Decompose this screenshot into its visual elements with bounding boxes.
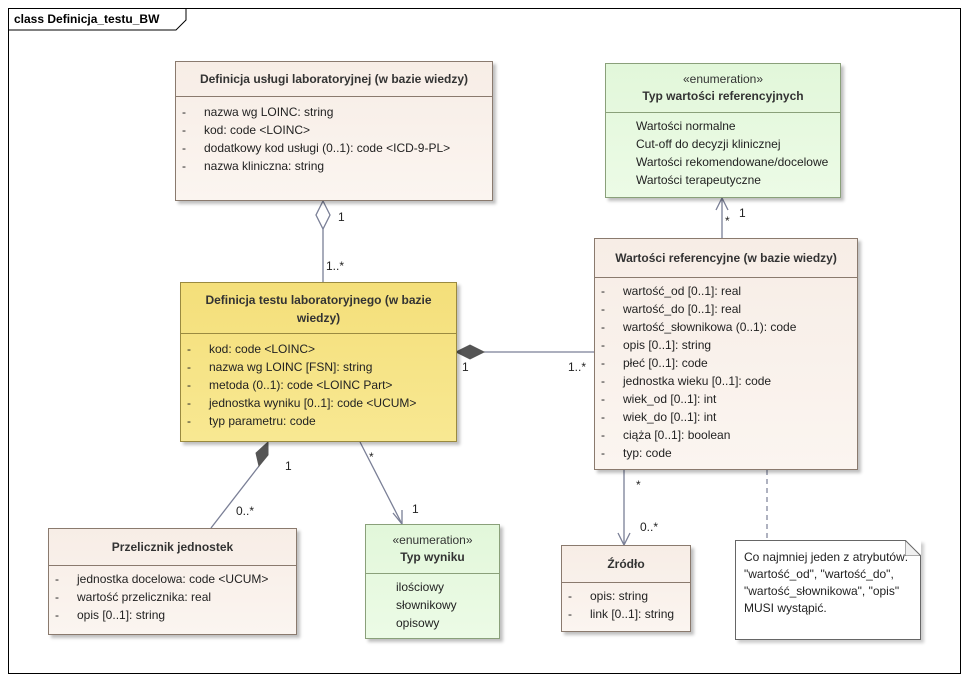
attribute: -płeć [0..1]: code: [601, 356, 708, 370]
frame-title: class Definicja_testu_BW: [14, 12, 160, 26]
attribute: -opis: string: [568, 589, 649, 603]
multiplicity-label: 1: [412, 502, 419, 516]
attribute: -opis [0..1]: string: [55, 608, 166, 622]
enum-literal: Wartości rekomendowane/docelowe: [636, 155, 829, 169]
note-line: "wartość_słownikowa", "opis": [744, 584, 900, 598]
enumeration-typ-wyniku[interactable]: «enumeration» Typ wyniku ilościowy słown…: [365, 524, 500, 639]
enum-literal: Wartości normalne: [636, 119, 736, 133]
association-arrow-typ-wart: [715, 196, 729, 211]
attribute: -kod: code <LOINC>: [182, 123, 311, 137]
multiplicity-label: 1..*: [568, 360, 587, 374]
class-name: Definicja usługi laboratoryjnej (w bazie…: [199, 72, 469, 86]
attribute: -opis [0..1]: string: [601, 338, 712, 352]
class-name: Przelicznik jednostek: [111, 540, 234, 554]
enumeration-name: Typ wartości referencyjnych: [642, 89, 804, 103]
attribute: -metoda (0..1): code <LOINC Part>: [187, 378, 393, 392]
multiplicity-label: *: [725, 214, 730, 228]
composition-diamond-przelicznik: [255, 440, 269, 468]
note-fold-corner: [905, 540, 921, 556]
attribute: -nazwa wg LOINC: string: [182, 105, 334, 119]
class-name: Definicja testu laboratoryjnego (w bazie…: [205, 293, 432, 325]
class-przelicznik-jednostek[interactable]: Przelicznik jednostek -jednostka docelow…: [48, 528, 297, 635]
association-arrow-typ-wyn: [392, 510, 403, 526]
enum-literal: Wartości terapeutyczne: [636, 173, 761, 187]
attribute: -wiek_od [0..1]: int: [601, 392, 717, 406]
attribute: -dodatkowy kod usługi (0..1): code <ICD-…: [182, 141, 451, 155]
enumeration-header: «enumeration» Typ wyniku: [366, 525, 499, 573]
enum-literal: słownikowy: [396, 598, 457, 612]
stereotype-label: «enumeration»: [392, 533, 473, 547]
enumeration-name: Typ wyniku: [400, 550, 465, 564]
class-name: Źródło: [607, 557, 645, 571]
composition-line-przelicznik: [210, 465, 260, 529]
attribute: -jednostka docelowa: code <UCUM>: [55, 572, 269, 586]
class-zrodlo[interactable]: Źródło -opis: string -link [0..1]: strin…: [561, 545, 691, 632]
constraint-note[interactable]: Co najmniej jeden z atrybutów: "wartość_…: [735, 540, 921, 640]
class-wartosci-referencyjne[interactable]: Wartości referencyjne (w bazie wiedzy) -…: [594, 238, 858, 470]
enum-literal: Cut-off do decyzji klinicznej: [636, 137, 781, 151]
aggregation-diamond: [315, 199, 331, 231]
attribute: -nazwa kliniczna: string: [182, 159, 325, 173]
multiplicity-label: 0..*: [236, 504, 255, 518]
enum-literal: ilościowy: [396, 580, 445, 594]
attribute: -wartość_do [0..1]: real: [601, 302, 742, 316]
attribute: -typ: code: [601, 446, 672, 460]
attribute: -link [0..1]: string: [568, 607, 675, 621]
class-definicja-uslugi[interactable]: Definicja usługi laboratoryjnej (w bazie…: [175, 61, 493, 201]
attribute: -ciąża [0..1]: boolean: [601, 428, 731, 442]
enum-literal: opisowy: [396, 616, 440, 630]
note-line: MUSI wystąpić.: [744, 601, 827, 615]
attribute: -wartość_słownikowa (0..1): code: [601, 320, 797, 334]
attribute: -nazwa wg LOINC [FSN]: string: [187, 360, 373, 374]
note-line: Co najmniej jeden z atrybutów:: [744, 550, 909, 564]
attribute: -jednostka wyniku [0..1]: code <UCUM>: [187, 396, 417, 410]
attribute: -jednostka wieku [0..1]: code: [601, 374, 772, 388]
attribute: -typ parametru: code: [187, 414, 316, 428]
class-name: Wartości referencyjne (w bazie wiedzy): [615, 251, 837, 265]
class-definicja-testu[interactable]: Definicja testu laboratoryjnego (w bazie…: [180, 282, 457, 442]
multiplicity-label: *: [369, 450, 374, 464]
enumeration-typ-wartosci-referencyjnych[interactable]: «enumeration» Typ wartości referencyjnyc…: [605, 63, 841, 198]
frame-tab-border: [8, 8, 187, 31]
stereotype-label: «enumeration»: [682, 72, 764, 86]
multiplicity-label: 1: [739, 206, 746, 220]
multiplicity-label: 1: [338, 210, 345, 224]
attribute: -wartość_od [0..1]: real: [601, 284, 742, 298]
attribute: -wiek_do [0..1]: int: [601, 410, 717, 424]
association-line-typ-wyn: [359, 441, 403, 525]
multiplicity-label: 0..*: [640, 520, 659, 534]
attribute: -kod: code <LOINC>: [187, 342, 316, 356]
multiplicity-label: 1: [285, 459, 292, 473]
note-line: "wartość_od", "wartość_do",: [744, 567, 894, 581]
diagram-frame: [8, 8, 961, 674]
attribute: -wartość przelicznika: real: [55, 590, 212, 604]
multiplicity-label: 1: [462, 360, 469, 374]
composition-diamond-wartosci: [454, 344, 486, 360]
multiplicity-label: *: [636, 478, 641, 492]
enumeration-header: «enumeration» Typ wartości referencyjnyc…: [606, 64, 840, 112]
multiplicity-label: 1..*: [326, 259, 345, 273]
